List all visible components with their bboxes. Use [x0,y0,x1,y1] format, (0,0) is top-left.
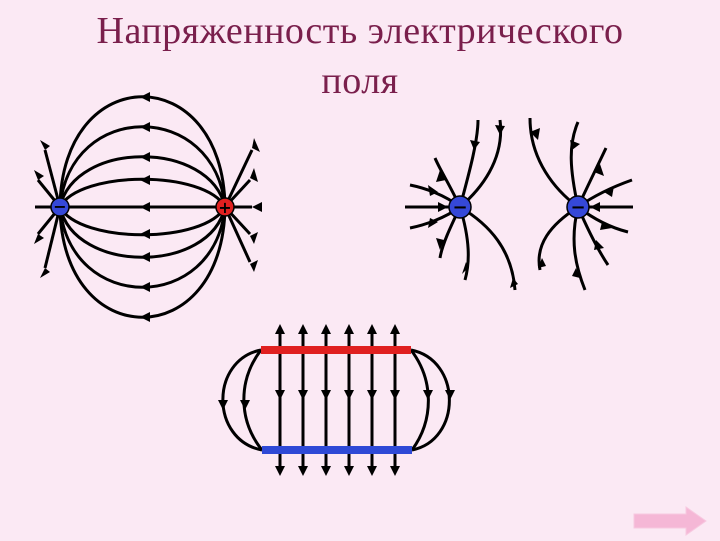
arrowhead [34,234,44,244]
arrowhead [140,92,150,102]
capacitor-field [218,324,455,476]
arrowhead [140,175,150,185]
arrowhead [594,240,604,250]
arrowhead [40,140,50,150]
dipole-negative-charge: − [50,197,70,217]
arrowhead [445,390,455,400]
charge-sign: + [218,198,231,217]
arrowhead [600,222,612,230]
arrowhead [218,400,228,410]
like-charges-arrowheads [428,125,614,288]
dipole-arrowheads [34,92,262,322]
arrowhead [250,168,258,182]
like-charges-field: − − [405,117,633,291]
arrowhead [321,324,331,334]
arrowhead [428,218,438,228]
field-line [58,177,227,208]
negative-plate [262,446,412,454]
arrowhead [250,232,258,244]
arrowhead [252,202,262,212]
next-arrow-icon [633,506,707,536]
arrowhead [344,466,354,476]
charge-sign: − [452,197,467,218]
like-right-negative-charge: − [566,195,590,219]
arrowhead [367,390,377,400]
arrowhead [436,170,446,182]
arrowhead [438,202,448,212]
arrowhead [275,390,285,400]
arrowhead [572,268,580,278]
arrowhead [252,138,260,152]
field-ray [43,206,62,269]
arrowhead [436,238,444,250]
title-line-1: Напряженность электрического [96,10,624,52]
field-ray [43,149,62,208]
arrowhead [240,400,250,410]
arrowhead [390,466,400,476]
arrowhead [140,252,150,262]
arrowhead [140,202,150,212]
arrowhead [470,140,480,150]
next-slide-button[interactable] [632,506,708,536]
field-line [58,125,227,208]
arrowhead [510,278,518,288]
arrowhead [321,390,331,400]
title-line-2: поля [321,60,399,102]
arrowhead [428,185,438,196]
arrowhead [140,229,150,239]
arrowhead [344,390,354,400]
arrowhead [250,260,258,272]
arrowhead [40,268,50,278]
dipole-positive-charge: + [215,197,235,217]
field-line [569,121,580,208]
arrowhead [298,324,308,334]
positive-plate [261,346,411,354]
arrowhead [590,202,600,212]
arrowhead [140,312,150,322]
arrowhead [140,152,150,162]
field-ray [223,206,252,263]
dipole-field: − + [34,92,262,322]
arrowhead [298,466,308,476]
field-line [58,206,227,289]
arrowhead [530,128,540,140]
arrowhead [538,258,546,268]
field-ray [223,149,254,208]
arrowhead [462,262,468,274]
arrowhead [34,170,44,180]
arrowhead [390,324,400,334]
arrowhead [604,186,614,197]
field-line [410,348,451,452]
charge-sign: − [570,197,585,218]
arrowhead [367,466,377,476]
capacitor-arrowheads [218,324,455,476]
arrowhead [275,324,285,334]
arrowhead [344,324,354,334]
field-line [459,119,503,209]
arrowhead [570,140,580,150]
arrowhead [321,466,331,476]
arrowhead [594,164,604,176]
arrowhead [298,390,308,400]
slide-title: Напряженность электрического поля [0,6,720,106]
arrowhead [140,122,150,132]
arrowhead [275,466,285,476]
arrowhead [390,390,400,400]
field-line [58,206,227,237]
like-left-negative-charge: − [448,195,472,219]
field-line [409,349,430,451]
arrowhead [423,390,433,400]
arrowhead [495,125,505,135]
field-line [58,155,227,208]
field-line [58,206,227,259]
arrowhead [140,282,150,292]
arrowhead [367,324,377,334]
charge-sign: − [53,197,66,216]
